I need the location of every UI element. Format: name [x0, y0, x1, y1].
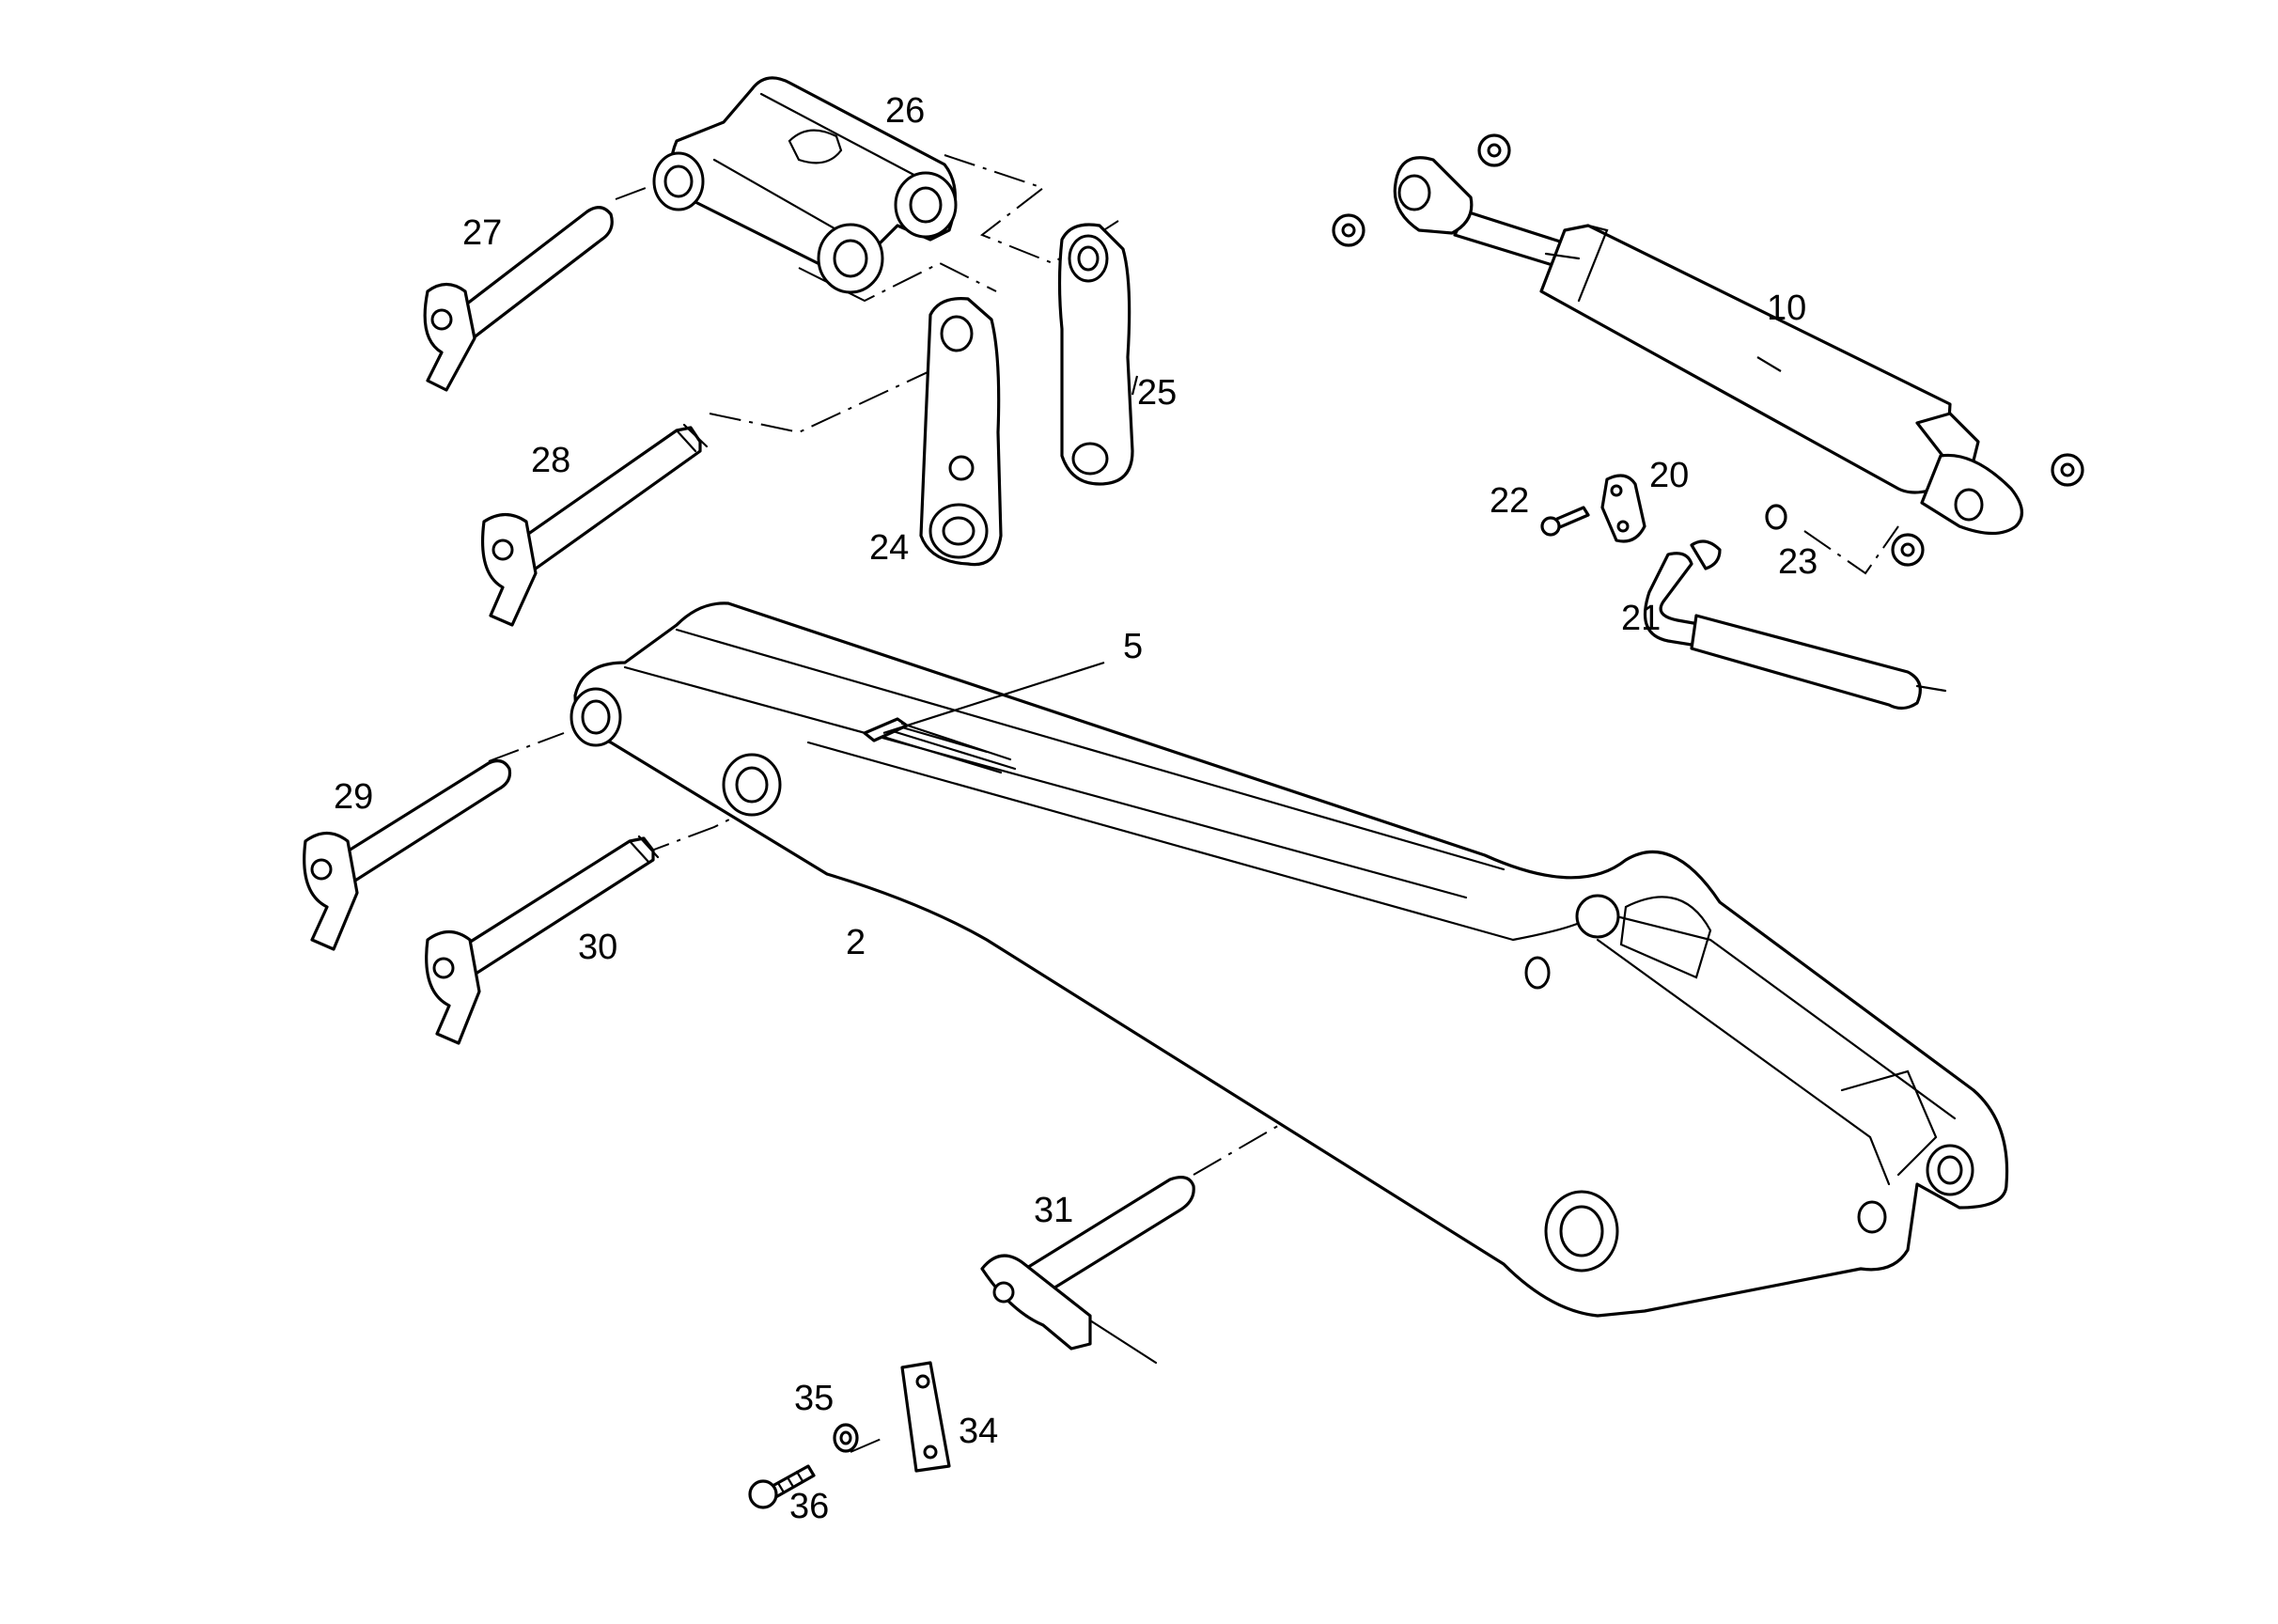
callout-25: 25 — [1137, 373, 1177, 413]
callout-21: 21 — [1621, 599, 1661, 638]
callout-36: 36 — [789, 1487, 829, 1526]
callout-35: 35 — [794, 1379, 834, 1418]
bolt-36 — [748, 1464, 816, 1509]
pin-31 — [980, 1176, 1195, 1351]
link-24 — [919, 297, 1003, 567]
hydraulic-cylinder — [1332, 133, 2084, 567]
link-frame — [652, 76, 958, 294]
pin-30 — [425, 835, 660, 1045]
callout-26: 26 — [885, 91, 925, 131]
callout-30: 30 — [578, 928, 617, 967]
pin-29 — [303, 758, 512, 951]
callout-29: 29 — [334, 777, 373, 817]
plate-34 — [900, 1361, 951, 1473]
leader-10 — [1756, 356, 1782, 372]
callout-labels: 2 5 10 20 21 22 23 24 25 26 27 28 29 30 … — [334, 91, 1818, 1526]
bolt-22 — [1540, 506, 1590, 537]
callout-34: 34 — [959, 1412, 998, 1451]
washer-35 — [833, 1423, 859, 1453]
hose-21 — [1643, 539, 1947, 710]
link-25 — [1057, 223, 1134, 486]
clamp-20 — [1600, 474, 1646, 543]
leader-5 — [882, 661, 1105, 735]
callout-24: 24 — [869, 528, 909, 568]
callout-5: 5 — [1123, 627, 1143, 666]
callout-20: 20 — [1649, 456, 1689, 495]
leader-25 — [1131, 375, 1139, 396]
callout-23: 23 — [1778, 542, 1818, 582]
callout-22: 22 — [1490, 481, 1529, 521]
callout-31: 31 — [1034, 1191, 1073, 1230]
pin-28 — [480, 423, 709, 627]
callout-2: 2 — [846, 923, 866, 962]
callout-27: 27 — [462, 213, 502, 253]
o-ring-23 — [1765, 504, 1787, 530]
pin-27 — [423, 206, 614, 392]
callout-28: 28 — [531, 441, 570, 480]
callout-10: 10 — [1767, 289, 1806, 328]
boom-arm — [570, 601, 2009, 1365]
